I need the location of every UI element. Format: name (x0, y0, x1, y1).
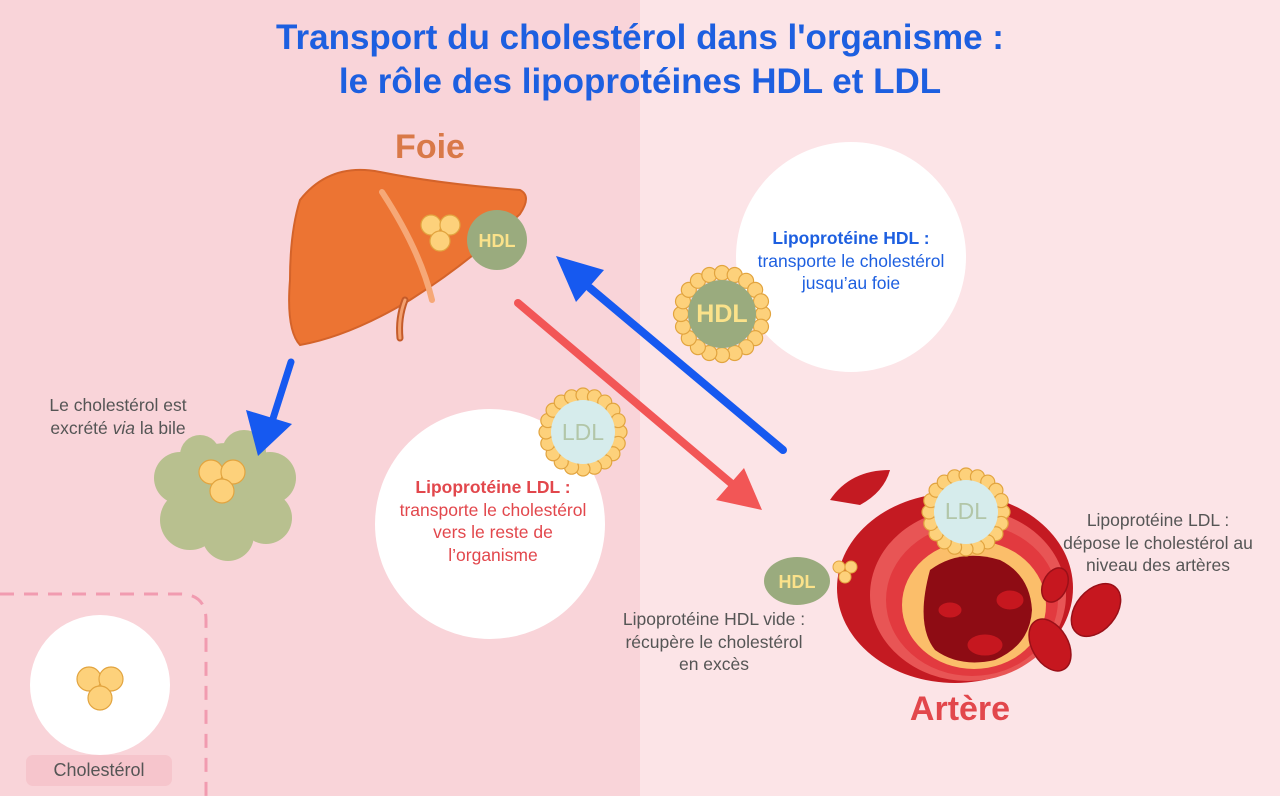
hdl-bubble-text: Lipoprotéine HDL : transporte le cholest… (736, 227, 966, 295)
bile-line-1: Le cholestérol est (49, 395, 187, 415)
title-line-2: le rôle des lipoprotéines HDL et LDL (338, 62, 942, 101)
page-title: Transport du cholestérol dans l'organism… (140, 16, 1140, 104)
liver-hdl-label: HDL (479, 231, 516, 251)
bile-line-2-via: via (112, 417, 136, 438)
bile-cholesterol-icon (198, 459, 246, 504)
artery-cholesterol-icon (832, 560, 858, 584)
ldl-left-label: LDL (562, 419, 604, 445)
ldl-particle-artery (921, 467, 1011, 557)
hdl-bubble-title: Lipoprotéine HDL : (772, 228, 930, 248)
ldl-bubble-line-3: l’organisme (448, 544, 538, 565)
bile-text: Le cholestérol est excrété via la bile (20, 394, 216, 439)
ldl-bubble-title: Lipoprotéine LDL : (415, 477, 571, 497)
hdl-bubble-line-1: transporte le cholestérol (757, 250, 945, 271)
hdl-empty-particle (764, 557, 830, 605)
legend-frame (0, 592, 208, 796)
ldl-depose-text: Lipoprotéine LDL : dépose le cholestérol… (1040, 509, 1276, 577)
lipoprotein-core (551, 400, 615, 464)
legend-label: Cholestérol (26, 755, 172, 786)
liver-hdl-particle (467, 210, 527, 270)
ldl-depose-line-3: niveau des artères (1086, 555, 1230, 575)
hdl-bubble-line-2: jusqu’au foie (801, 273, 901, 293)
bile-line-2a: excrété (50, 417, 113, 438)
hdl-info-bubble (736, 142, 966, 372)
hdl-empty-label: HDL (779, 572, 816, 592)
liver-label: Foie (395, 128, 465, 166)
lipoprotein-core (688, 280, 756, 348)
hdl-empty-line-2: récupère le cholestérol (625, 631, 803, 652)
bile-line-2: excrété via la bile (20, 417, 216, 440)
bile-line-2c: la bile (135, 417, 186, 438)
title-line-1: Transport du cholestérol dans l'organism… (276, 18, 1004, 57)
hdl-full-particle (672, 264, 772, 364)
artery-icon (830, 470, 1122, 683)
bile-arrow (246, 358, 295, 456)
ldl-arrow (514, 299, 762, 510)
ldl-depose-line-1: Lipoprotéine LDL : (1086, 510, 1230, 530)
hdl-full-label: HDL (696, 300, 747, 328)
hdl-arrow (556, 256, 787, 454)
ldl-artery-label: LDL (945, 498, 987, 524)
cholesterol-bead (752, 293, 770, 310)
hdl-empty-text: Lipoprotéine HDL vide : récupère le chol… (596, 608, 832, 676)
ldl-bubble-line-2: vers le reste de (433, 522, 553, 542)
ldl-bubble-text: Lipoprotéine LDL : transporte le cholest… (378, 476, 608, 566)
ldl-depose-line-2: dépose le cholestérol au (1063, 532, 1253, 553)
ldl-info-bubble (375, 409, 605, 639)
ldl-bubble-line-1: transporte le cholestérol (399, 499, 587, 520)
legend-cholesterol-icon (76, 666, 124, 711)
lipoprotein-core (934, 480, 998, 544)
artery-label: Artère (909, 690, 1011, 728)
hdl-empty-line-3: en excès (678, 654, 750, 674)
hdl-empty-line-1: Lipoprotéine HDL vide : (622, 609, 806, 629)
liver-icon (288, 168, 527, 347)
ldl-particle-left (538, 387, 628, 477)
